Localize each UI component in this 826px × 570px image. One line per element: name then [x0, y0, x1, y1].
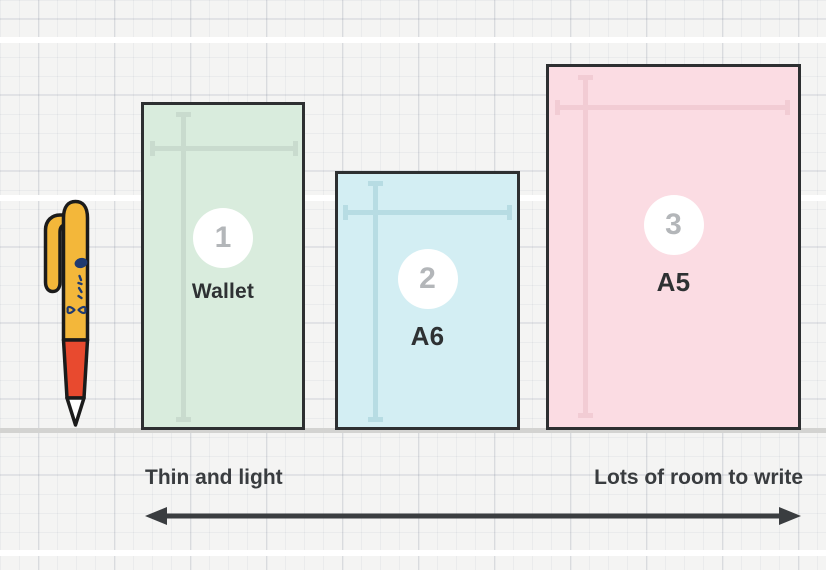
- card-badge: 3 A5: [549, 195, 798, 298]
- height-dimension-line: [368, 181, 383, 422]
- width-dimension-line: [343, 205, 512, 220]
- size-label: A5: [656, 267, 691, 297]
- height-dimension-line: [176, 112, 191, 422]
- paper-stripe: [0, 550, 826, 556]
- paper-stripe: [0, 37, 826, 43]
- step-number: 1: [214, 221, 232, 254]
- arrowhead-left: [145, 507, 167, 525]
- pen-body: [61, 199, 90, 342]
- width-dimension-line: [555, 100, 790, 115]
- size-card-a5: 3 A5: [546, 64, 801, 430]
- pen-grip: [61, 338, 90, 400]
- width-dimension-line: [150, 141, 298, 156]
- step-number-badge: 2: [397, 249, 458, 309]
- height-dimension-line: [578, 75, 593, 418]
- size-card-a6: 2 A6: [335, 171, 520, 430]
- pen-brand-mark: [74, 257, 88, 269]
- pen-brand-marks: [77, 274, 83, 300]
- size-card-wallet: 1 Wallet: [141, 102, 305, 430]
- double-headed-arrow: [145, 507, 801, 525]
- card-badge: 2 A6: [338, 249, 517, 352]
- pen-tip: [65, 396, 86, 427]
- step-number: 2: [419, 262, 436, 295]
- step-number: 3: [665, 208, 682, 241]
- size-label: Wallet: [191, 280, 255, 303]
- annotation-thin-and-light: Thin and light: [145, 466, 283, 489]
- size-label: A6: [410, 321, 445, 351]
- pen-illustration: [43, 199, 90, 427]
- annotation-lots-of-room: Lots of room to write: [594, 466, 803, 489]
- pen-bow-mark: [66, 305, 87, 315]
- step-number-badge: 3: [643, 195, 704, 255]
- arrowhead-right: [779, 507, 801, 525]
- baseline-shelf: [0, 428, 826, 433]
- card-badge: 1 Wallet: [144, 208, 302, 304]
- pen-clip: [43, 213, 67, 294]
- step-number-badge: 1: [193, 208, 253, 268]
